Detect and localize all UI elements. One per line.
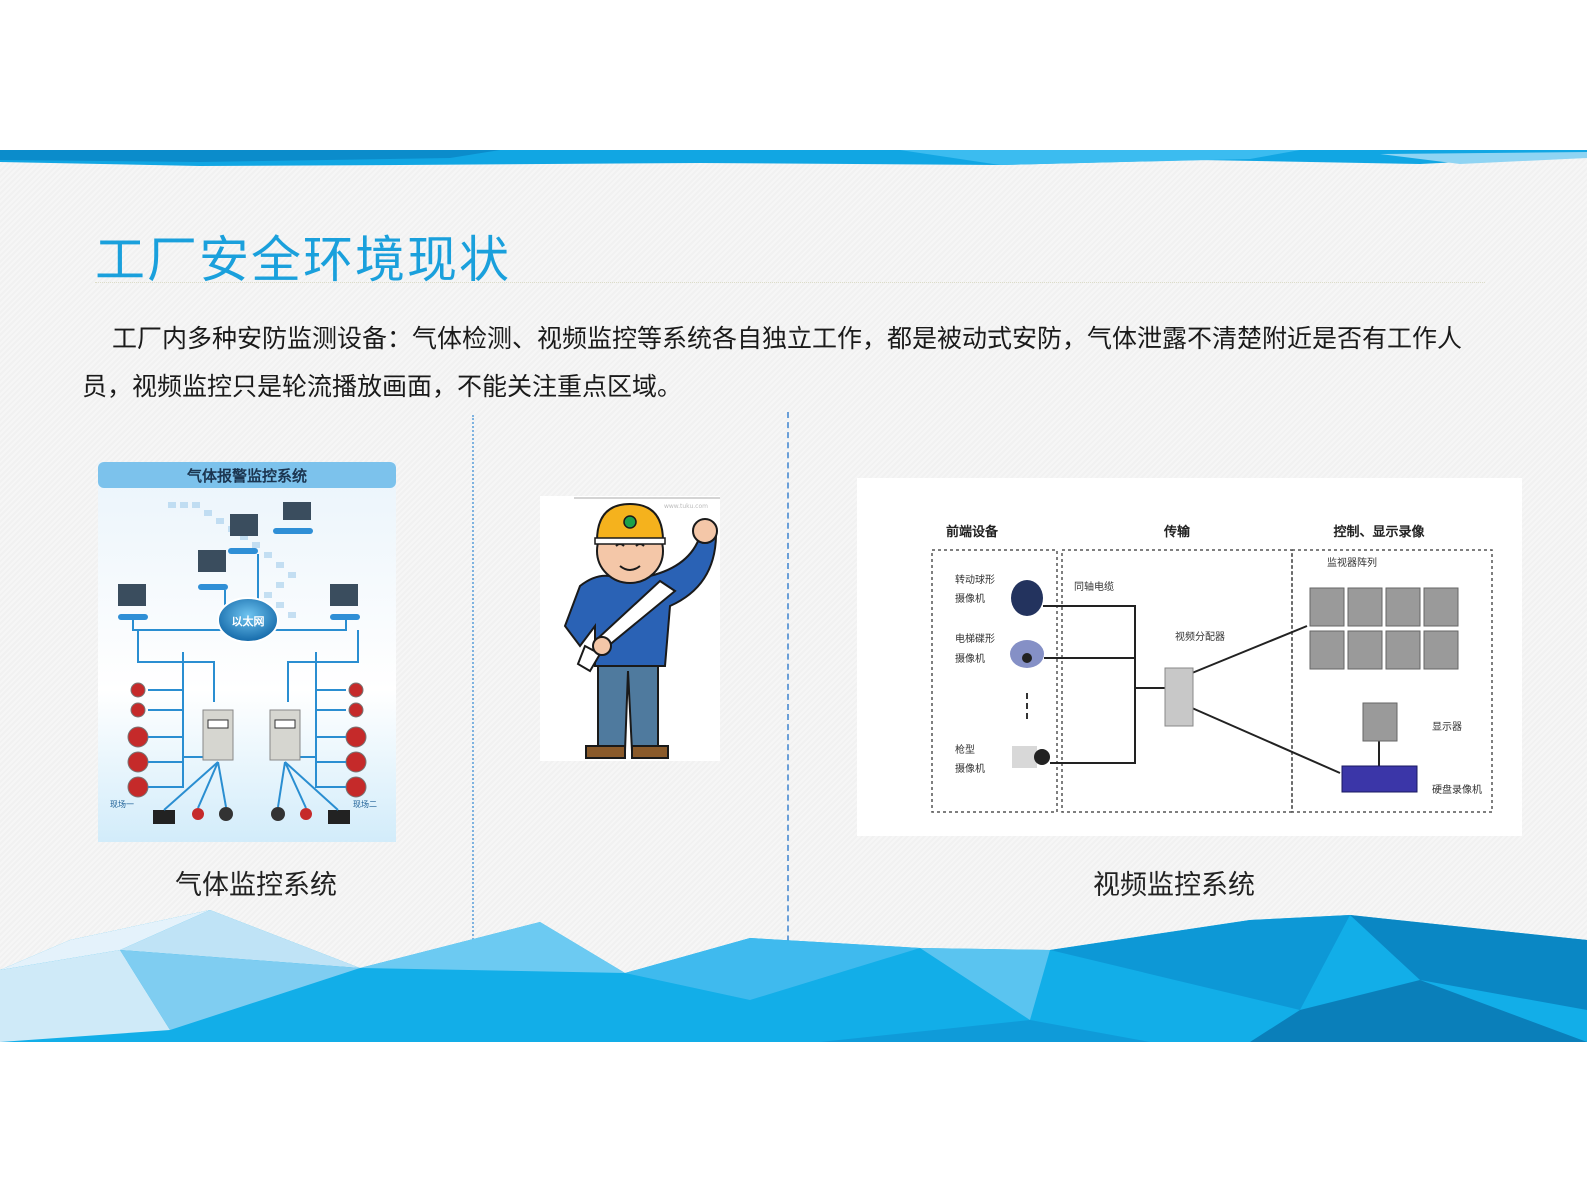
hub-label: 以太网: [232, 614, 265, 628]
bottom-decorative-polygons: [0, 910, 1587, 1042]
ethernet-hub: [217, 597, 279, 643]
top-decorative-band: [0, 150, 1587, 166]
description-paragraph: 工厂内多种安防监测设备：气体检测、视频监控等系统各自独立工作，都是被动式安防，气…: [82, 324, 1463, 401]
recorder-label: 硬盘录像机: [1432, 783, 1482, 796]
distributor-label: 视频分配器: [1175, 630, 1225, 643]
slide: 工厂安全环境现状 工厂内多种安防监测设备：气体检测、视频监控等系统各自独立工作，…: [0, 150, 1587, 1042]
gas-alarm-system-diagram: 气体报警监控系统 以太网: [98, 462, 396, 842]
svg-text:摄像机: 摄像机: [955, 652, 985, 665]
cable-label: 同轴电缆: [1074, 580, 1114, 593]
camera-label-elevator: 电梯碟形: [955, 632, 995, 645]
column-label-transmission: 传输: [1163, 524, 1191, 540]
camera-label-dome: 转动球形: [955, 573, 995, 586]
video-system-caption: 视频监控系统: [1093, 870, 1255, 901]
svg-text:摄像机: 摄像机: [955, 592, 985, 605]
watermark: www.tuku.com: [664, 503, 708, 510]
monitor-wall-label: 监视器阵列: [1327, 556, 1377, 569]
worker-illustration: www.tuku.com: [540, 496, 720, 761]
zone-left-label: 现场一: [110, 800, 134, 809]
column-label-frontend: 前端设备: [946, 524, 999, 540]
column-label-control: 控制、显示录像: [1333, 524, 1425, 540]
title-divider: [95, 282, 1485, 283]
column-divider-1: [472, 415, 474, 1020]
gas-system-caption: 气体监控系统: [175, 870, 337, 901]
page-title: 工厂安全环境现状: [95, 231, 511, 289]
display-label: 显示器: [1432, 721, 1462, 733]
column-divider-2: [787, 412, 789, 1012]
gas-banner-text: 气体报警监控系统: [186, 467, 307, 485]
svg-text:摄像机: 摄像机: [955, 762, 985, 775]
zone-right-label: 现场二: [353, 800, 377, 809]
camera-label-bullet: 枪型: [955, 743, 975, 756]
